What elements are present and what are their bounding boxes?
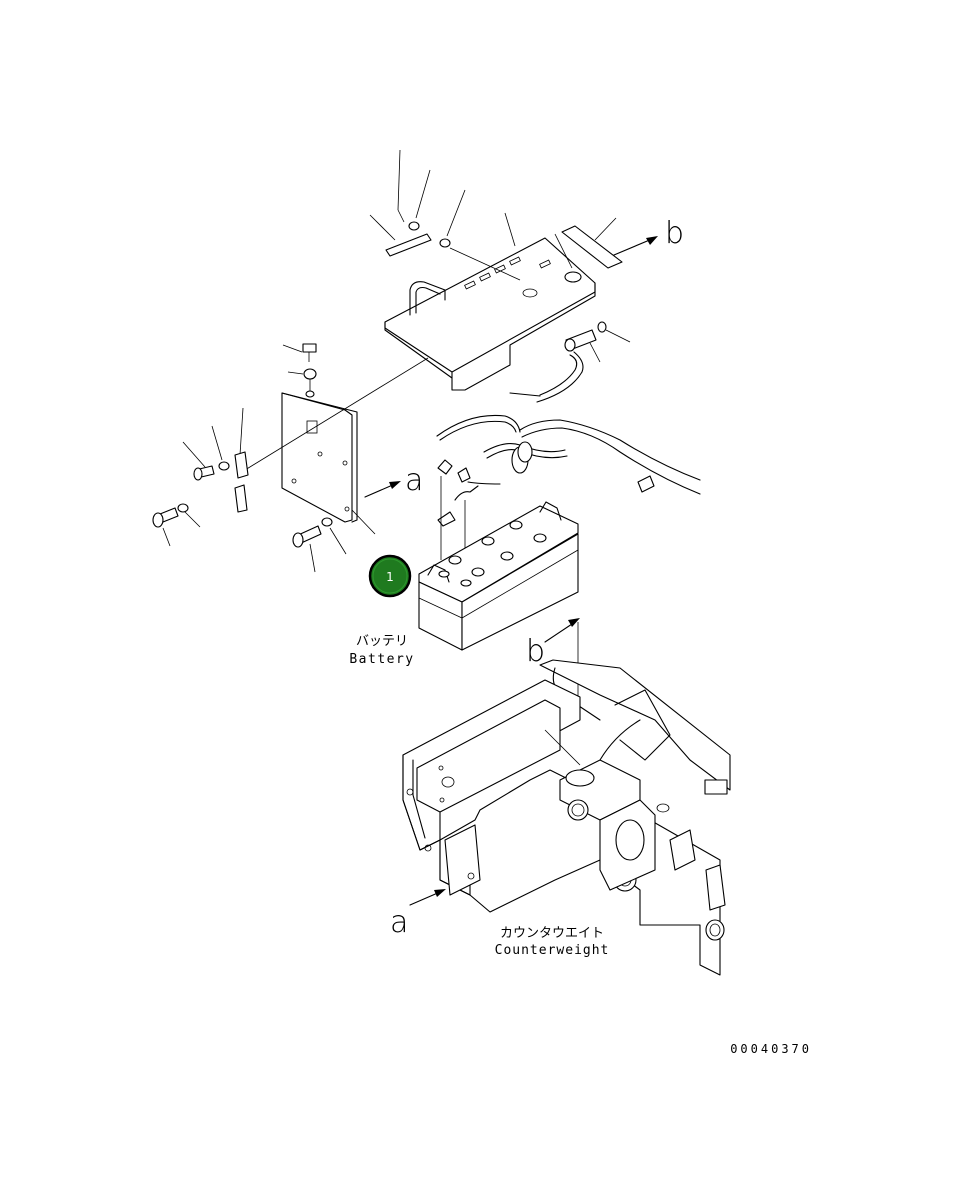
nameplate xyxy=(561,217,658,269)
callout-1-badge[interactable]: 1 xyxy=(368,554,412,598)
view-a-label-top: a xyxy=(405,463,423,498)
battery xyxy=(418,501,579,651)
cover-bolt xyxy=(564,321,631,363)
side-plate xyxy=(281,392,376,535)
view-b-label-top: b xyxy=(665,216,684,251)
view-b-label-lower: b xyxy=(526,634,545,669)
battery-label-jp: バッテリ xyxy=(356,634,408,649)
view-b-arrow-lower xyxy=(544,618,580,700)
view-a-label-lower: a xyxy=(390,905,408,940)
callout-1-number: 1 xyxy=(386,570,394,584)
plate-fasteners xyxy=(152,343,429,573)
counterweight-label-en: Counterweight xyxy=(495,943,610,958)
drawing-code: 00040370 xyxy=(730,1042,812,1056)
cover-pin-parts xyxy=(369,149,521,281)
battery-label-en: Battery xyxy=(349,652,414,667)
battery-cables xyxy=(436,351,701,575)
battery-cover xyxy=(384,212,596,391)
counterweight-frame xyxy=(402,659,731,976)
counterweight-label-jp: カウンタウエイト xyxy=(500,926,604,941)
